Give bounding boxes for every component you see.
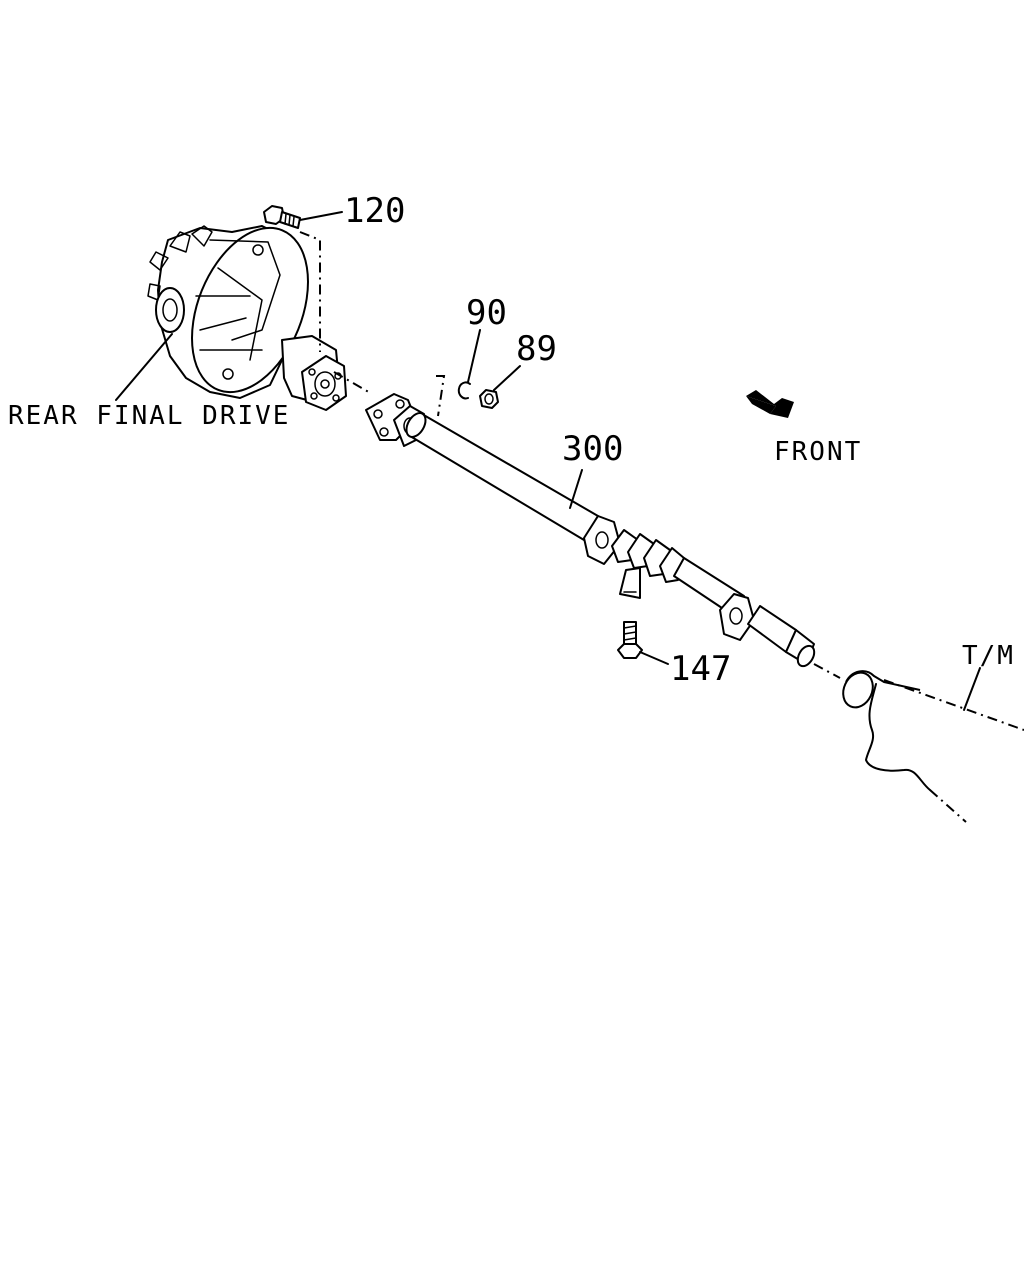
leader-120 xyxy=(299,211,343,221)
alignment-line-bolt xyxy=(299,231,321,352)
axis-line-front xyxy=(813,663,841,679)
transmission-housing xyxy=(842,667,1024,823)
part-number-120: 120 xyxy=(344,191,405,231)
leader-147 xyxy=(639,651,669,665)
leader-90 xyxy=(467,329,481,383)
transmission-label: T/M xyxy=(962,641,1015,671)
part-number-300: 300 xyxy=(562,429,623,469)
part-number-89: 89 xyxy=(516,329,557,369)
snap-ring-90-icon xyxy=(457,381,471,400)
front-label: FRONT xyxy=(774,437,862,467)
leader-rear-final-drive xyxy=(115,333,173,401)
leader-89 xyxy=(493,365,521,391)
rear-final-drive-label: REAR FINAL DRIVE xyxy=(8,401,290,431)
rear-final-drive xyxy=(147,225,347,411)
part-number-90: 90 xyxy=(466,293,507,333)
bolt-120-icon xyxy=(263,205,301,229)
leader-300 xyxy=(569,469,583,509)
nut-89-icon xyxy=(479,389,499,409)
alignment-line-nut xyxy=(436,375,446,417)
front-arrow-icon xyxy=(746,390,794,418)
propeller-shaft xyxy=(365,393,816,668)
axis-line-rear xyxy=(333,371,373,395)
bolt-147-icon xyxy=(617,621,643,659)
part-number-147: 147 xyxy=(670,649,731,689)
